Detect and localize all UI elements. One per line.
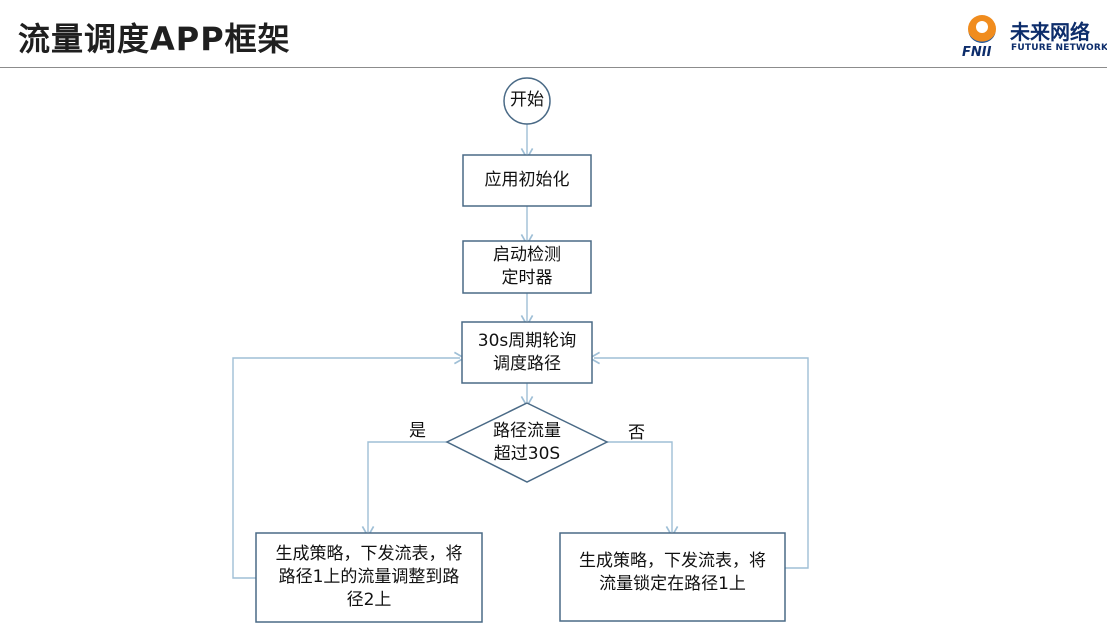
node-poll-line-2: 调度路径 <box>493 354 561 374</box>
node-yes-action-shape <box>255 532 483 623</box>
title-divider <box>0 67 1107 68</box>
node-decision: 路径流量 超过30S <box>467 420 587 466</box>
node-decision-line-1: 路径流量 <box>493 421 561 441</box>
connector-yes-branch <box>361 441 448 538</box>
node-no-action-shape <box>559 532 786 622</box>
node-yes-action-line-2: 路径1上的流量调整到路 <box>278 567 460 587</box>
node-yes-action-line-1: 生成策略，下发流表，将 <box>275 544 463 564</box>
node-timer: 启动检测 定时器 <box>463 244 591 290</box>
connector-no-loop <box>588 351 809 569</box>
node-decision-line-2: 超过30S <box>493 444 561 464</box>
node-timer-line-2: 定时器 <box>501 268 553 288</box>
node-no-action-line-1: 生成策略，下发流表，将 <box>579 551 766 571</box>
node-start: 开始 <box>510 90 544 110</box>
node-init: 应用初始化 <box>484 170 570 190</box>
slide-title: 流量调度APP框架 <box>18 20 291 58</box>
node-init-shape <box>462 154 592 207</box>
node-start-shape <box>503 77 551 125</box>
fnii-logo: FNII 未来网络 FUTURE NETWORKS <box>960 12 1107 60</box>
logo-english-name: FUTURE NETWORKS <box>1011 43 1107 53</box>
yes-label: 是 <box>409 421 426 441</box>
logo-chinese-name: 未来网络 <box>1010 20 1090 44</box>
connector-yes-loop <box>232 351 466 579</box>
node-yes-action-line-3: 径2上 <box>346 590 392 610</box>
node-no-action: 生成策略，下发流表，将 流量锁定在路径1上 <box>560 550 785 596</box>
node-poll-line-1: 30s周期轮询 <box>477 331 577 351</box>
node-decision-shape <box>445 402 609 483</box>
node-yes-action: 生成策略，下发流表，将 路径1上的流量调整到路 径2上 <box>256 543 482 612</box>
svg-text:FNII: FNII <box>962 45 992 58</box>
node-timer-line-1: 启动检测 <box>493 245 561 265</box>
connector-no-branch <box>607 441 679 538</box>
fnii-logo-mark-icon: FNII <box>962 15 996 58</box>
node-poll-shape <box>461 321 593 384</box>
node-timer-shape <box>462 240 592 294</box>
no-label: 否 <box>628 423 645 443</box>
node-no-action-line-2: 流量锁定在路径1上 <box>599 574 746 594</box>
node-poll: 30s周期轮询 调度路径 <box>462 330 592 376</box>
